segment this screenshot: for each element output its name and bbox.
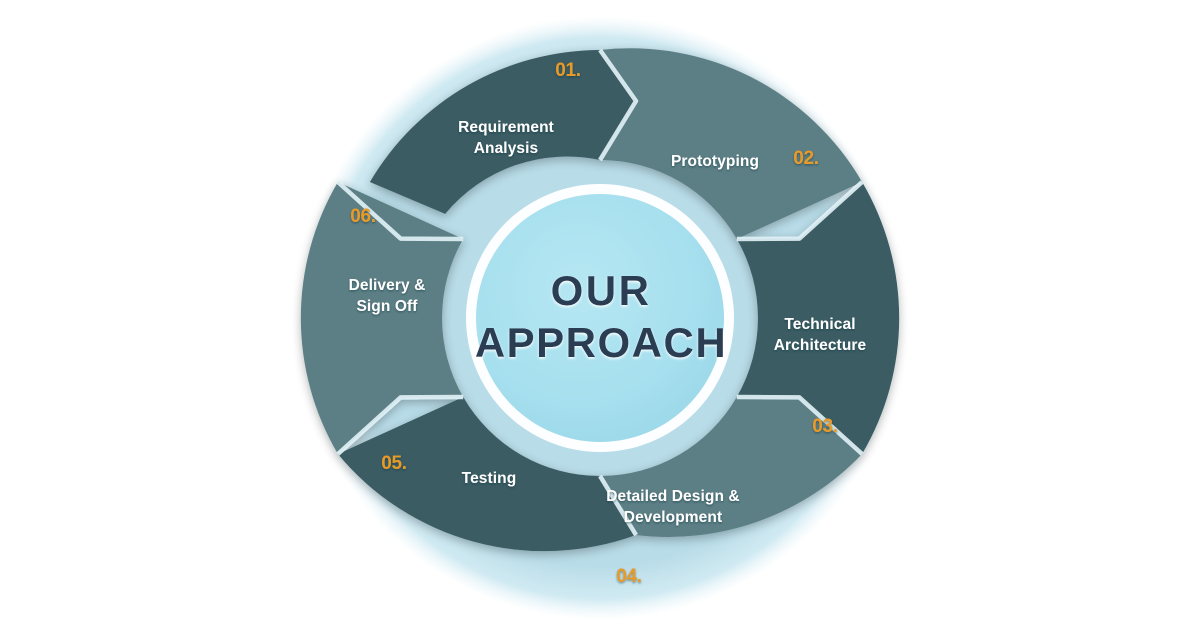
segment-04-shape[interactable] <box>600 397 863 537</box>
segment-03-label-line-2: Architecture <box>774 337 867 354</box>
segment-03-number: 03. <box>812 416 838 437</box>
center-title-line-1: OUR <box>551 267 652 314</box>
segment-05-shape[interactable] <box>337 397 636 552</box>
segment-04-number: 04. <box>616 566 642 587</box>
segment-06-label-line-1: Delivery & <box>349 277 426 294</box>
separator-06-01 <box>336 180 464 242</box>
segment-05-label-group: Testing <box>462 470 517 487</box>
segment-01-label-line-1: Requirement <box>458 119 554 136</box>
inner-circle-fill <box>476 194 724 442</box>
segment-02-label-group: Prototyping <box>671 153 759 170</box>
center-title: OUR APPROACH <box>475 267 727 366</box>
segment-01-label-line-2: Analysis <box>474 140 539 157</box>
segment-01-label-group: Requirement Analysis <box>458 119 554 157</box>
separator-05-06 <box>336 394 464 456</box>
segment-06-label-line-2: Sign Off <box>356 298 418 315</box>
separator-01-02 <box>598 48 639 162</box>
segment-05-number: 05. <box>381 453 407 474</box>
segment-06-label-group: Delivery & Sign Off <box>349 277 426 315</box>
segment-04-label-line-2: Development <box>624 509 722 526</box>
separator-04-05 <box>598 474 638 537</box>
segment-05-label-line-1: Testing <box>462 470 517 487</box>
center-title-line-2: APPROACH <box>475 319 727 366</box>
segment-01-shape[interactable] <box>369 50 636 214</box>
segment-labels: Requirement Analysis Prototyping Technic… <box>349 119 867 526</box>
segment-06-shape[interactable] <box>300 182 464 454</box>
segment-03-label-line-1: Technical <box>784 316 855 333</box>
segment-04-label-line-1: Detailed Design & <box>606 488 739 505</box>
segment-01-number: 01. <box>555 60 581 81</box>
segment-band <box>300 48 900 552</box>
segment-02-number: 02. <box>793 148 819 169</box>
segment-04-label-group: Detailed Design & Development <box>606 488 739 526</box>
segment-03-shape[interactable] <box>736 182 900 454</box>
segment-02-label-line-1: Prototyping <box>671 153 759 170</box>
segment-06-number: 06. <box>350 206 376 227</box>
separator-03-04 <box>736 394 864 456</box>
segment-numbers: 01. 02. 03. 04. 05. 06. <box>350 60 838 587</box>
segment-02-shape[interactable] <box>600 48 863 240</box>
segment-separators <box>336 48 864 537</box>
segment-03-label-group: Technical Architecture <box>774 316 867 354</box>
separator-02-03 <box>736 180 864 242</box>
